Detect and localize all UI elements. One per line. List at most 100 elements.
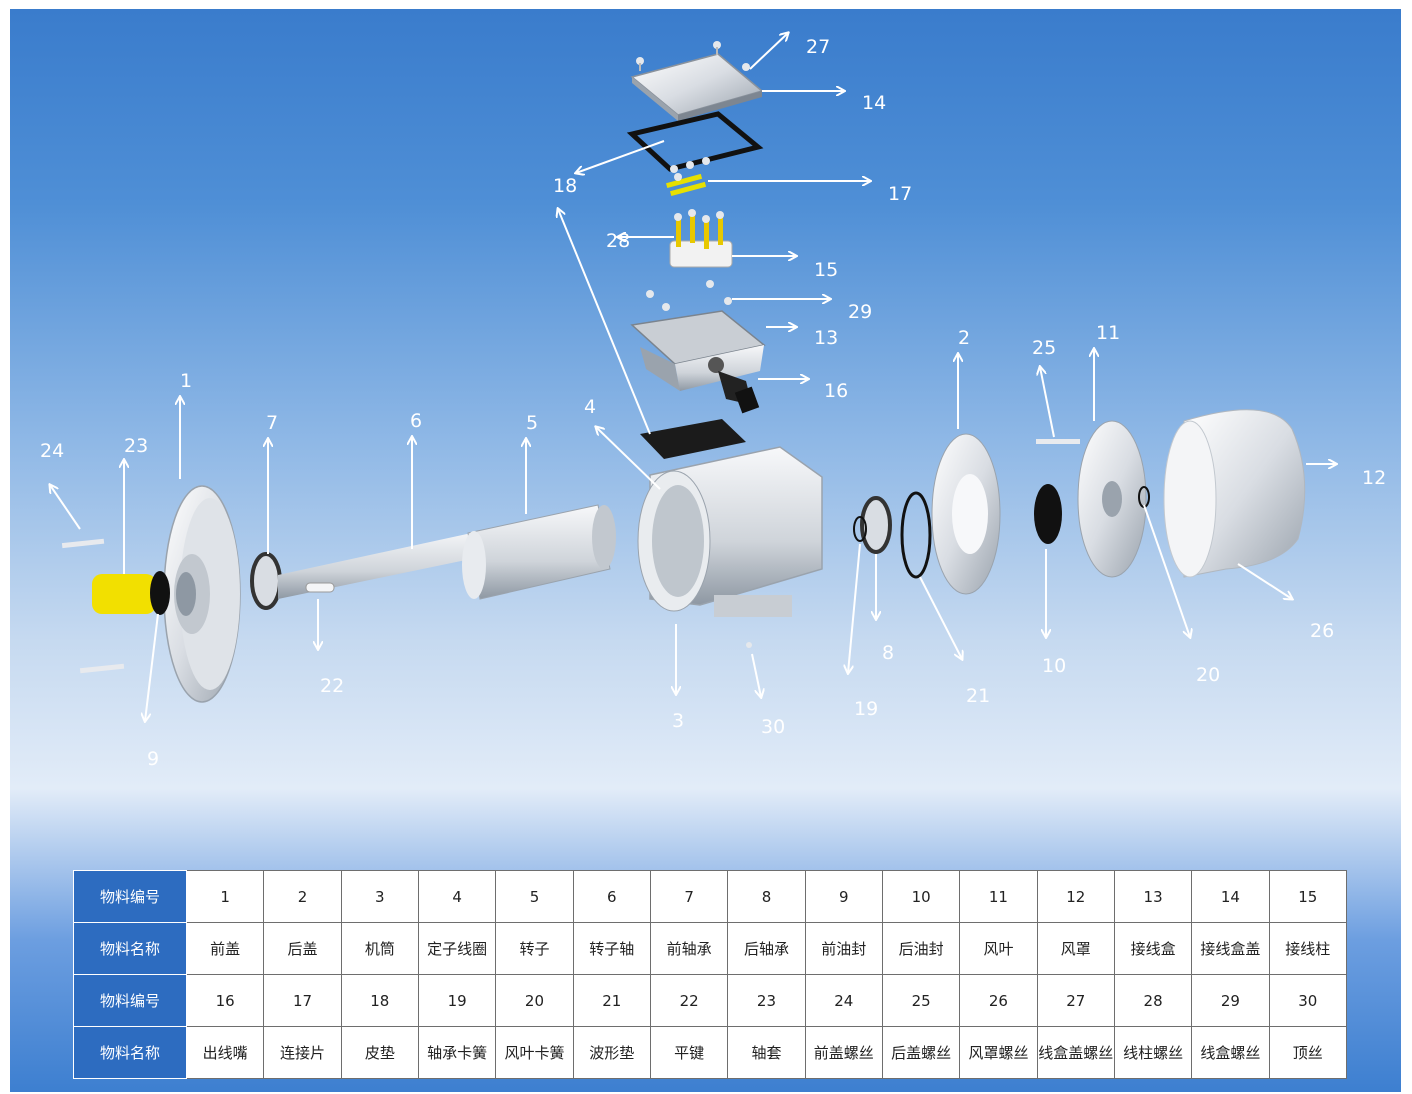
table-cell: 12 [1036, 870, 1115, 923]
table-cell: 后油封 [881, 922, 961, 975]
leader-line-20 [1143, 504, 1190, 637]
table-cell: 线柱螺丝 [1113, 1026, 1193, 1079]
callout-label-21: 21 [966, 685, 990, 707]
table-cell: 9 [804, 870, 883, 923]
leader-line-27 [749, 33, 788, 70]
table-cell: 2 [263, 870, 342, 923]
table-cell: 连接片 [263, 1026, 342, 1079]
connector-strip-shape [666, 157, 710, 197]
housing-gasket-shape [640, 419, 746, 459]
table-cell: 轴套 [727, 1026, 806, 1079]
callout-label-25: 25 [1032, 337, 1056, 359]
table-cell: 线盒盖螺丝 [1036, 1026, 1115, 1079]
table-cell: 风罩 [1036, 922, 1115, 975]
leader-line-extra [558, 209, 651, 435]
callout-label-9: 9 [147, 748, 159, 770]
table-cell: 18 [340, 974, 419, 1027]
leader-line-18 [576, 140, 665, 173]
table-cell: 定子线圈 [417, 922, 497, 975]
rotor-shaft-shape [278, 529, 490, 599]
table-row: 物料编号 1 2 3 4 5 6 7 8 9 10 11 12 13 14 15 [73, 870, 1348, 923]
table-cell: 接线盒 [1113, 922, 1193, 975]
callout-label-30: 30 [761, 716, 785, 738]
leader-line-21 [919, 576, 962, 659]
table-cell: 26 [959, 974, 1038, 1027]
table-cell: 13 [1113, 870, 1193, 923]
table-cell: 波形垫 [572, 1026, 651, 1079]
fan-shape [1077, 420, 1147, 578]
table-cell: 6 [572, 870, 651, 923]
callout-label-13: 13 [814, 327, 838, 349]
part-shapes [61, 41, 1306, 703]
callout-label-6: 6 [410, 410, 422, 432]
rotor-shape [462, 504, 616, 600]
table-cell: 16 [185, 974, 265, 1027]
terminal-post-shape [669, 209, 733, 268]
callout-label-24: 24 [40, 440, 64, 462]
name-header-cell: 物料名称 [73, 922, 187, 975]
table-cell: 风罩螺丝 [959, 1026, 1038, 1079]
table-cell: 27 [1036, 974, 1115, 1027]
callout-label-4: 4 [584, 396, 596, 418]
callout-label-5: 5 [526, 412, 538, 434]
callout-label-16: 16 [824, 380, 848, 402]
table-cell: 后盖螺丝 [881, 1026, 961, 1079]
leader-line-26 [1237, 563, 1292, 599]
parts-table: 物料编号 1 2 3 4 5 6 7 8 9 10 11 12 13 14 15… [73, 870, 1348, 1079]
table-cell: 平键 [649, 1026, 729, 1079]
leader-line-30 [751, 653, 761, 697]
table-row: 物料编号 16 17 18 19 20 21 22 23 24 25 26 27… [73, 974, 1348, 1027]
rear-cover-screws-shape [1036, 439, 1080, 444]
motor-housing-shape [637, 446, 823, 617]
table-cell: 14 [1191, 870, 1270, 923]
rear-cover-shape [931, 433, 1001, 595]
callout-label-8: 8 [882, 642, 894, 664]
table-cell: 风叶 [959, 922, 1038, 975]
table-row: 物料名称 前盖 后盖 机筒 定子线圈 转子 转子轴 前轴承 后轴承 前油封 后油… [73, 922, 1348, 975]
callout-label-14: 14 [862, 92, 886, 114]
callout-label-2: 2 [958, 327, 970, 349]
shaft-sleeve-shape [92, 574, 156, 614]
table-row: 物料名称 出线嘴 连接片 皮垫 轴承卡簧 风叶卡簧 波形垫 平键 轴套 前盖螺丝… [73, 1026, 1348, 1079]
wave-washer-shape [900, 491, 932, 579]
table-cell: 1 [185, 870, 265, 923]
table-cell: 24 [804, 974, 883, 1027]
callout-label-12: 12 [1362, 467, 1386, 489]
callout-label-27: 27 [806, 36, 830, 58]
callout-label-20: 20 [1196, 664, 1220, 686]
table-cell: 25 [881, 974, 961, 1027]
table-cell: 转子 [495, 922, 574, 975]
front-cover-shape [163, 485, 241, 703]
callout-label-18: 18 [553, 175, 577, 197]
rear-bearing-shape [853, 496, 892, 554]
callout-label-29: 29 [848, 301, 872, 323]
flat-key-shape [305, 582, 335, 593]
name-header-cell: 物料名称 [73, 1026, 187, 1079]
table-cell: 接线盒盖 [1191, 922, 1270, 975]
callout-label-10: 10 [1042, 655, 1066, 677]
table-cell: 11 [959, 870, 1038, 923]
table-cell: 线盒螺丝 [1191, 1026, 1270, 1079]
callout-label-7: 7 [266, 412, 278, 434]
table-cell: 20 [495, 974, 574, 1027]
table-cell: 后盖 [263, 922, 342, 975]
table-cell: 29 [1191, 974, 1270, 1027]
callout-label-28: 28 [606, 230, 630, 252]
leader-line-25 [1040, 367, 1055, 438]
table-cell: 5 [495, 870, 574, 923]
table-cell: 28 [1113, 974, 1193, 1027]
leader-line-24 [50, 485, 81, 530]
table-cell: 机筒 [340, 922, 419, 975]
front-cover-screws-shape [61, 538, 125, 674]
terminal-box-cover-shape [630, 41, 764, 121]
callout-labels: 1234567891011121314151617181920212223242… [40, 36, 1386, 770]
leader-line-4 [596, 427, 661, 490]
callout-label-3: 3 [672, 710, 684, 732]
callout-label-23: 23 [124, 435, 148, 457]
gasket-shape [626, 111, 764, 172]
table-cell: 出线嘴 [185, 1026, 265, 1079]
table-cell: 21 [572, 974, 651, 1027]
table-cell: 30 [1268, 974, 1348, 1027]
front-oil-seal-shape [150, 571, 170, 615]
